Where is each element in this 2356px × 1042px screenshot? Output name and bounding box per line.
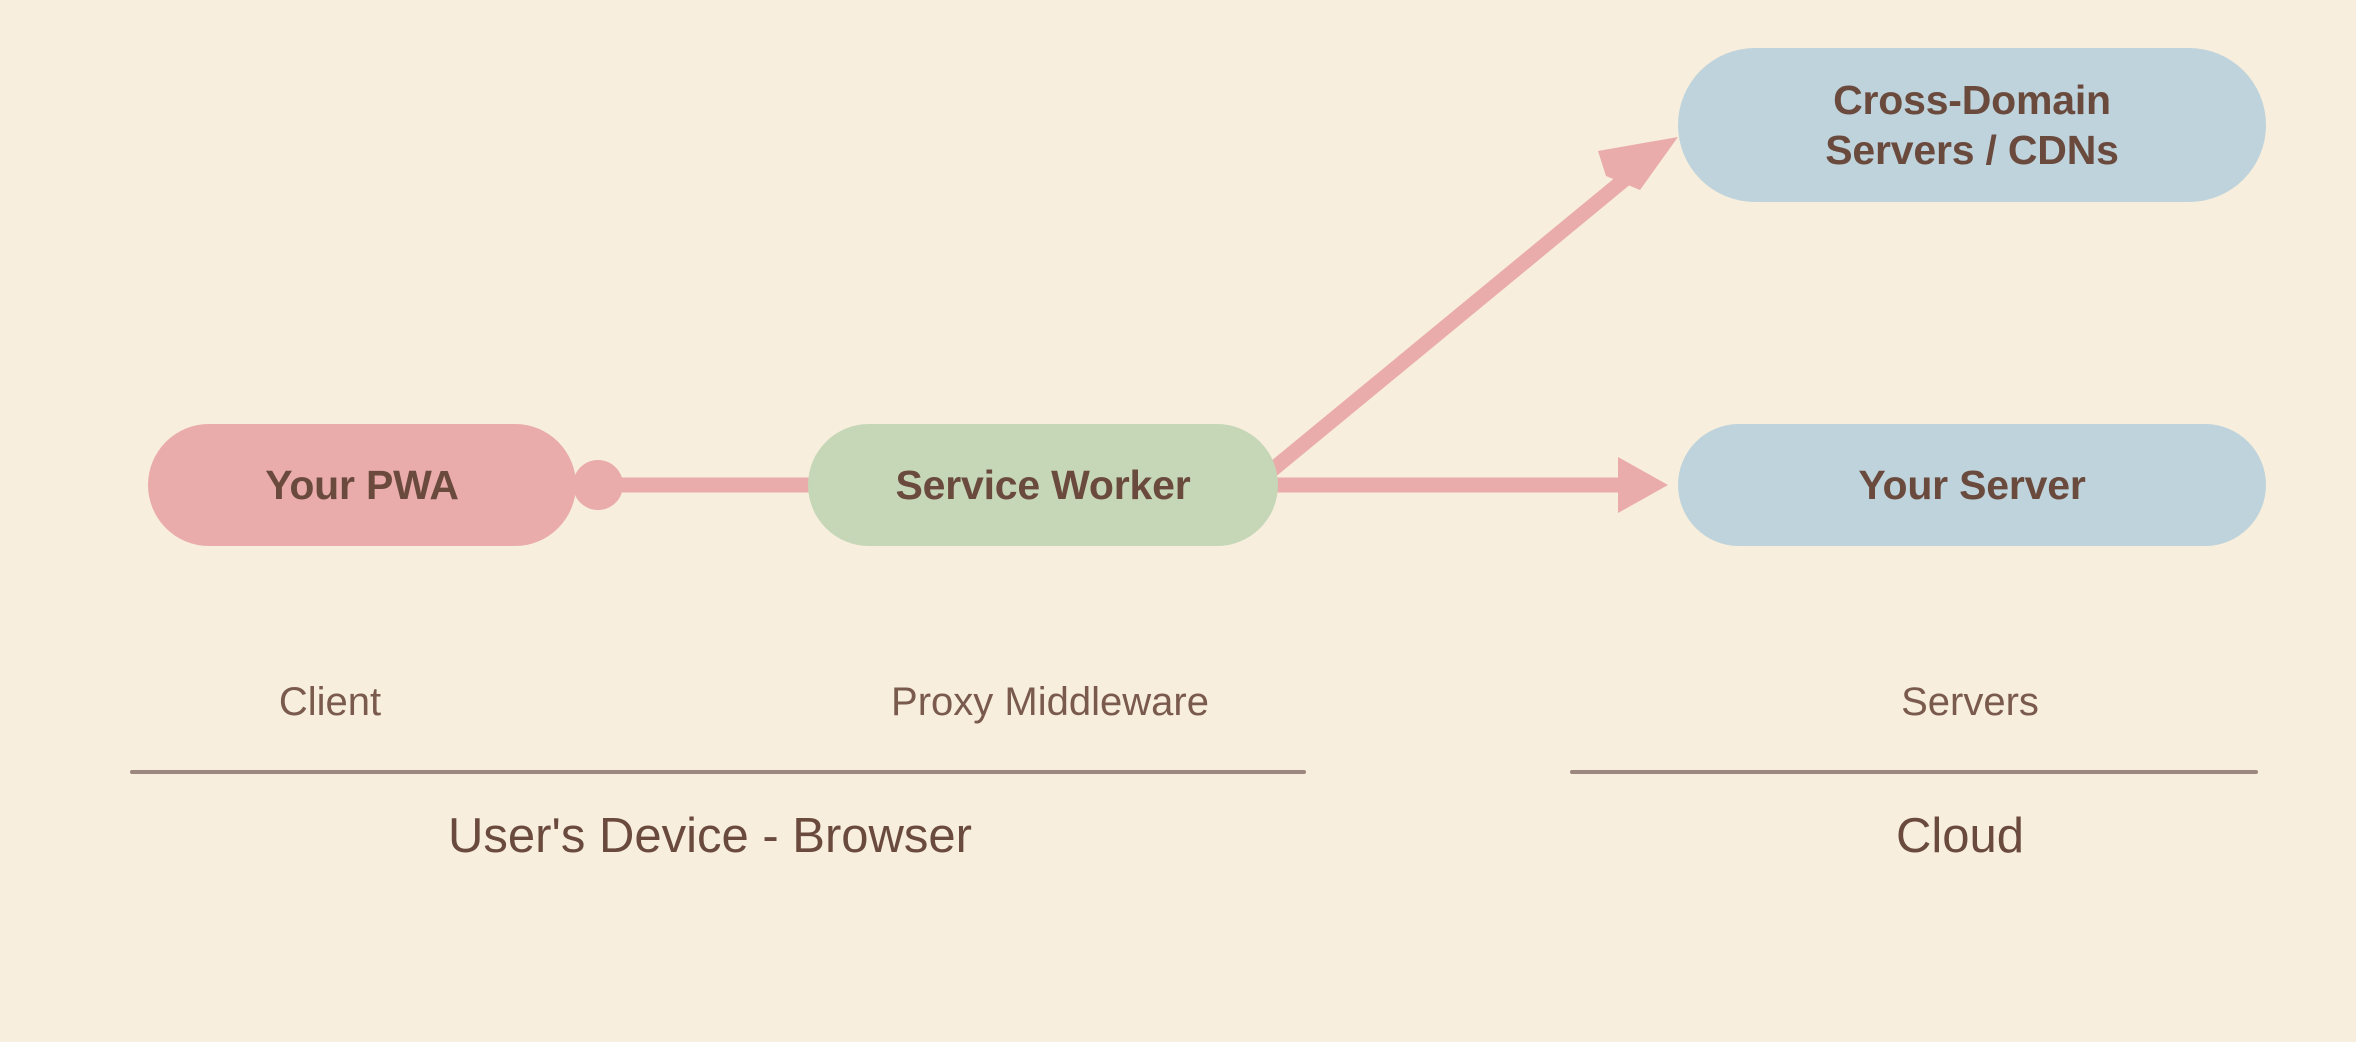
node-service-worker-label: Service Worker — [895, 461, 1191, 508]
group-label-cloud: Cloud — [1895, 809, 2025, 863]
zone-divider-cloud — [1570, 770, 2258, 774]
zone-label-proxy-middleware: Proxy Middleware — [891, 680, 1209, 724]
node-your-server[interactable]: Your Server — [1678, 424, 2266, 546]
node-cross-domain-servers[interactable]: Cross-Domain Servers / CDNs — [1678, 48, 2266, 202]
zone-label-client: Client — [278, 680, 382, 724]
arrowhead-fill-cdn — [1598, 137, 1678, 190]
zone-label-servers: Servers — [1901, 680, 2039, 724]
arrowhead-icon-server — [1618, 457, 1668, 513]
group-label-browser: User's Device - Browser — [448, 809, 972, 863]
node-your-pwa[interactable]: Your PWA — [148, 424, 576, 546]
edge-line-sw-cdn — [1267, 169, 1635, 476]
node-cross-domain-servers-label: Cross-Domain Servers / CDNs — [1825, 76, 2119, 173]
edge-start-dot-icon — [573, 460, 623, 510]
node-service-worker[interactable]: Service Worker — [808, 424, 1278, 546]
edge-service-worker-to-your-server — [1272, 457, 1668, 513]
node-your-pwa-label: Your PWA — [265, 461, 459, 508]
edge-service-worker-to-cross-domain — [1267, 137, 1678, 476]
node-your-server-label: Your Server — [1858, 461, 2086, 508]
zone-divider-browser — [130, 770, 1306, 774]
edge-pwa-to-service-worker — [573, 460, 812, 510]
